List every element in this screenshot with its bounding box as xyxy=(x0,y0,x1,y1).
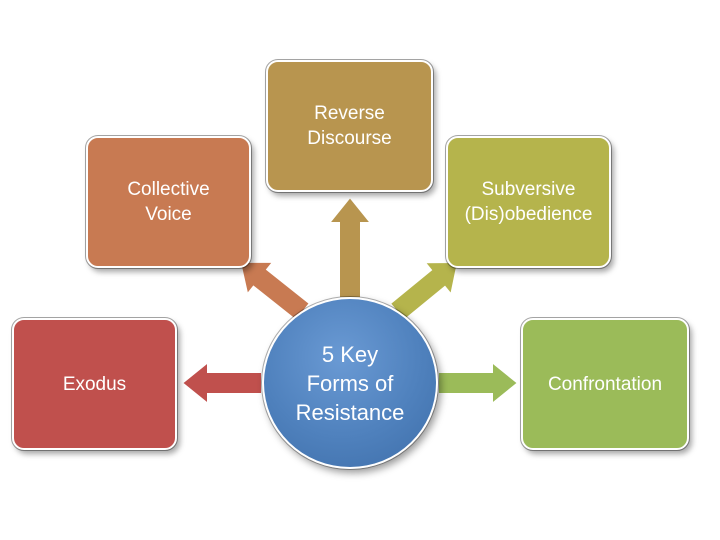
arrow-to-collective-voice xyxy=(238,260,312,323)
node-reverse-discourse: Reverse Discourse xyxy=(265,59,434,193)
node-confrontation: Confrontation xyxy=(520,317,690,451)
arrow-to-subversive-disobedience xyxy=(388,260,460,322)
node-exodus: Exodus xyxy=(11,317,178,451)
node-collective-voice-label: Collective Voice xyxy=(127,179,210,225)
node-subversive-disobedience-label: Subversive (Dis)obedience xyxy=(464,179,593,225)
arrow-to-reverse-discourse xyxy=(326,195,374,299)
node-subversive-disobedience: Subversive (Dis)obedience xyxy=(445,135,612,269)
node-reverse-discourse-label: Reverse Discourse xyxy=(307,103,392,149)
center-hub: 5 Key Forms of Resistance xyxy=(261,296,439,470)
node-collective-voice: Collective Voice xyxy=(85,135,252,269)
node-confrontation-label: Confrontation xyxy=(547,373,663,395)
center-hub-label: 5 Key Forms of Resistance xyxy=(295,341,405,425)
arrow-to-exodus xyxy=(180,359,263,407)
node-exodus-label: Exodus xyxy=(62,373,127,395)
arrow-to-confrontation xyxy=(437,359,520,407)
